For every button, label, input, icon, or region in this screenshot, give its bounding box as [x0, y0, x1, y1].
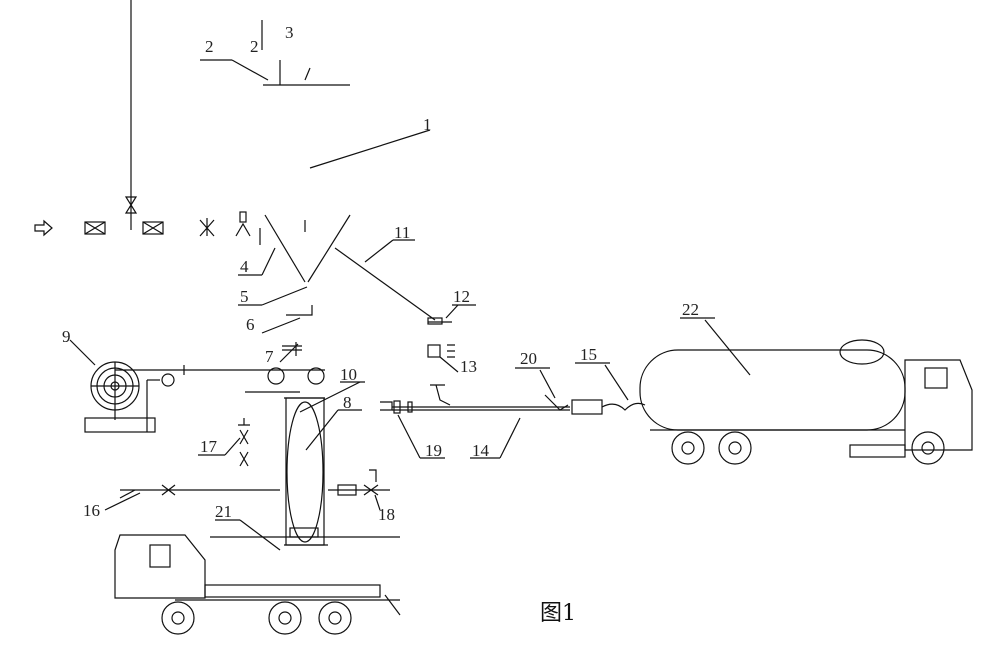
label-8: 8: [343, 393, 352, 412]
label-9: 9: [62, 327, 71, 346]
label-22: 22: [682, 300, 699, 319]
leader-1: [309, 129, 431, 169]
label-19: 19: [425, 441, 442, 460]
vertical-pipe: [124, 0, 138, 230]
sensor-13: [427, 344, 459, 373]
label-7: 7: [265, 347, 274, 366]
valve-17: [198, 418, 250, 467]
label-20: 20: [520, 349, 537, 368]
truck-21: [114, 534, 401, 635]
label-14: 14: [472, 441, 490, 460]
label-6: 6: [246, 315, 255, 334]
label-10: 10: [340, 365, 357, 384]
label-13: 13: [460, 357, 477, 376]
column-8: [245, 342, 365, 546]
label-16: 16: [83, 501, 100, 520]
tanker-truck-22: [639, 317, 973, 465]
label-17: 17: [200, 437, 218, 456]
label-2b: 2: [250, 37, 259, 56]
symbol-row: [34, 211, 251, 237]
winch-9: [69, 339, 325, 433]
label-1: 1: [423, 115, 432, 134]
label-2a: 2: [205, 37, 214, 56]
label-15: 15: [580, 345, 597, 364]
label-11: 11: [394, 223, 410, 242]
label-5: 5: [240, 287, 249, 306]
hose-14: [380, 362, 646, 459]
label-18: 18: [378, 505, 395, 524]
label-4: 4: [240, 257, 249, 276]
label-21: 21: [215, 502, 232, 521]
hopper-4-5: [238, 214, 436, 334]
figure-caption: 图1: [540, 601, 576, 626]
valve-12: [427, 304, 476, 325]
inlet-pipe-16: [104, 469, 390, 511]
platform-21: [210, 519, 400, 551]
label-12: 12: [453, 287, 470, 306]
top-bracket: [200, 20, 350, 86]
label-3: 3: [285, 23, 294, 42]
